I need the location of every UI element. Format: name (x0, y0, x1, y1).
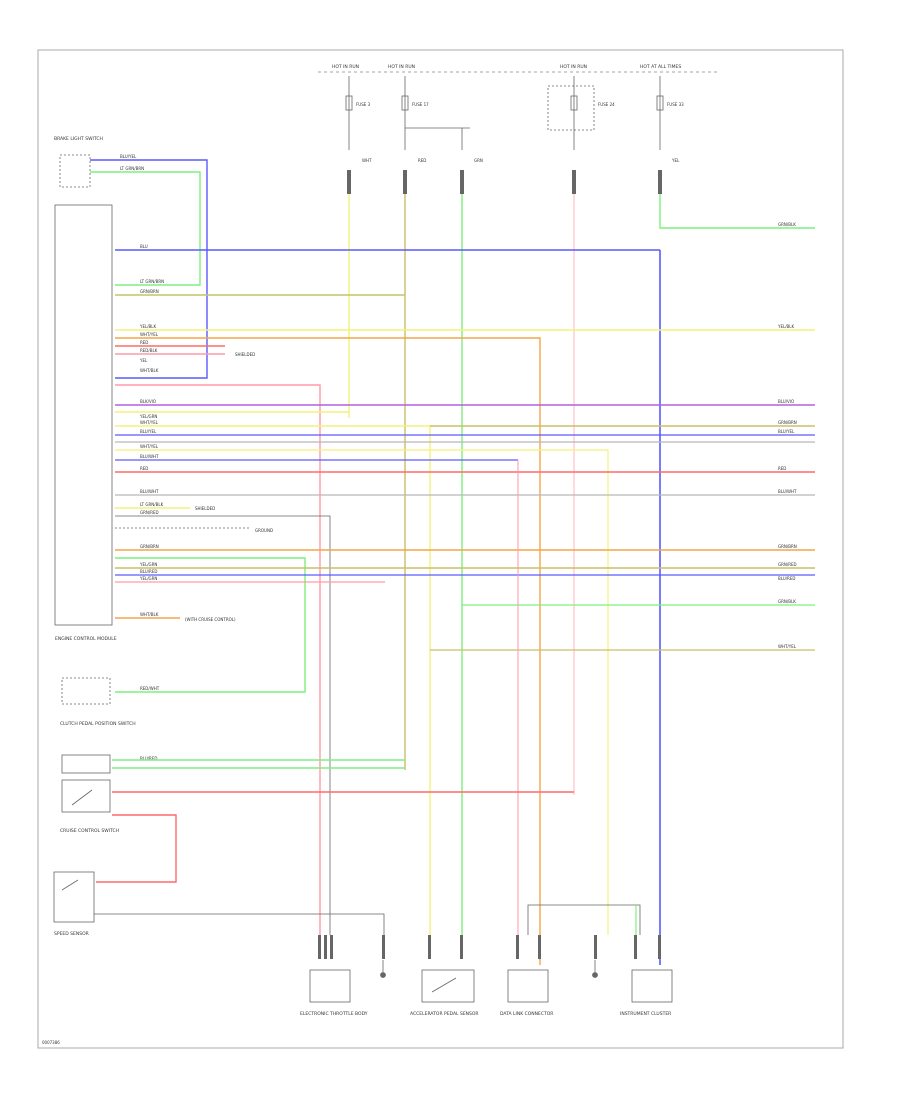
wire-label-left-18: RED (140, 466, 148, 471)
fuse-2: FUSE 17 (401, 76, 470, 150)
clutch-pedal-position-switch: CLUTCH PEDAL POSITION SWITCH (60, 677, 136, 727)
wire-label-right-4: GRN/BRN (778, 420, 797, 425)
wire-label-left-21: GRN/RED (140, 510, 159, 515)
wire-label-left-19: BLU/WHT (140, 489, 159, 494)
wire-label-right-2: YEL/BLK (777, 324, 795, 329)
wire-label-left-14: WHT/YEL (140, 420, 159, 425)
wire-label-left-26: WHT/BLK (140, 612, 159, 617)
fuse-label-4: FUSE 33 (667, 102, 684, 107)
wire-blue-yel-top (90, 159, 208, 379)
wire-label-left-15: BLU/YEL (140, 429, 157, 434)
fuse-header-4: HOT AT ALL TIMES (640, 64, 681, 70)
wire-label-left-7: WHT/YEL (140, 332, 159, 337)
accelerator-pedal-sensor: ACCELERATOR PEDAL SENSOR (410, 969, 479, 1017)
note-shielded-1: SHIELDED (235, 352, 255, 357)
wire-label-left-24: BLU/RED (140, 569, 157, 574)
wire-label-right-11: GRN/BLK (778, 599, 796, 604)
engine-control-module: ENGINE CONTROL MODULE (54, 204, 117, 642)
wire-wht-yel-ecm (115, 337, 541, 965)
cruise-switch-label: CRUISE CONTROL SWITCH (60, 828, 119, 834)
wire-shield-dark (115, 515, 331, 935)
wire-label-left-6: YEL/BLK (139, 324, 157, 329)
fuse-header-1: HOT IN RUN (332, 64, 359, 70)
footer-code: 0007386 (42, 1040, 60, 1045)
wire-green-right-1 (659, 194, 815, 229)
fuse-1: FUSE 3 (345, 76, 371, 150)
wire-dlc-top (527, 904, 641, 935)
wire-label-left-3: BLU (140, 244, 148, 249)
fuse-4: FUSE 33 (656, 76, 684, 150)
wire-label-right-12: WHT/YEL (778, 644, 797, 649)
data-link-connector: DATA LINK CONNECTOR (500, 969, 553, 1017)
note-cruise: (WITH CRUISE CONTROL) (185, 617, 236, 622)
electronic-throttle-body: ELECTRONIC THROTTLE BODY (300, 969, 368, 1017)
wire-label-right-5: BLU/YEL (778, 429, 795, 434)
wire-label-left-12: BLK/VIO (140, 399, 156, 404)
wire-label-left-5: GRN/BRN (140, 289, 159, 294)
fuse-header-3: HOT IN RUN (560, 64, 587, 70)
diagram-frame (37, 49, 844, 1049)
ecm-label: ENGINE CONTROL MODULE (55, 636, 117, 642)
throttle-body-label: ELECTRONIC THROTTLE BODY (300, 1011, 368, 1017)
wire-lt-yel-ecm (115, 449, 609, 935)
wire-label-left-8: RED (140, 340, 148, 345)
wire-label-right-10: BLU/RED (778, 576, 795, 581)
cruise-control-switch: CRUISE CONTROL SWITCH (60, 754, 119, 834)
wire-label-left-2: LT GRN/BRN (120, 166, 144, 171)
speed-sensor: SPEED SENSOR (53, 871, 95, 937)
wire-label-left-16: WHT/YEL (140, 444, 159, 449)
ground-symbol-1 (380, 960, 386, 978)
clutch-switch-label: CLUTCH PEDAL POSITION SWITCH (60, 721, 136, 727)
note-ground: GROUND (255, 528, 273, 533)
instrument-cluster: INSTRUMENT CLUSTER (620, 969, 673, 1017)
fuse-label-3: FUSE 24 (598, 102, 615, 107)
fuse-label-1: FUSE 3 (356, 102, 371, 107)
wire-label-left-20: LT GRN/BLK (140, 502, 164, 507)
brake-light-switch-label: BRAKE LIGHT SWITCH (54, 136, 103, 142)
wire-label-right-7: BLU/WHT (778, 489, 797, 494)
wire-label-left-23: YEL/GRN (139, 562, 157, 567)
fuse-wire-label-3: GRN (474, 158, 483, 163)
fuse-wire-label-2: RED (418, 158, 426, 163)
wire-label-left-10: YEL (139, 358, 148, 363)
wire-label-left-22: GRN/BRN (140, 544, 159, 549)
wire-ltgrn-brn-top (90, 171, 201, 286)
wire-label-right-6: RED (778, 466, 786, 471)
bottom-connectors (318, 935, 661, 959)
wire-label-right-3: BLU/VIO (778, 399, 794, 404)
dlc-label: DATA LINK CONNECTOR (500, 1011, 553, 1017)
wire-label-left-4: LT GRN/BRN (140, 279, 164, 284)
wire-pink-ecm (115, 384, 321, 935)
wire-label-left-17: BLU/WHT (140, 454, 159, 459)
fuse-wire-label-4: YEL (671, 158, 680, 163)
wire-label-left-11: WHT/BLK (140, 368, 159, 373)
wire-label-right-1: GRN/BLK (778, 222, 796, 227)
note-shielded-2: SHIELDED (195, 506, 215, 511)
wire-label-left-28: BLU/RED (140, 756, 157, 761)
wire-label-right-9: GRN/RED (778, 562, 797, 567)
wire-label-left-25: YEL/GRN (139, 576, 157, 581)
wire-grn-ecm-2 (115, 557, 306, 693)
speed-sensor-label: SPEED SENSOR (54, 931, 89, 937)
ground-symbol-2 (592, 960, 598, 978)
wire-speed-out (94, 913, 385, 935)
wire-label-right-8: GRN/BRN (778, 544, 797, 549)
fuse-3: FUSE 24 (547, 76, 615, 150)
wire-label-left-13: YEL/GRN (139, 414, 157, 419)
brake-light-switch: BRAKE LIGHT SWITCH (54, 136, 103, 188)
fuse-header-2: HOT IN RUN (388, 64, 415, 70)
fuse-label-2: FUSE 17 (412, 102, 429, 107)
wire-red-cruise-loop (96, 814, 177, 883)
wire-label-left-27: RED/WHT (140, 686, 160, 691)
cluster-label: INSTRUMENT CLUSTER (620, 1011, 671, 1017)
wire-label-left-9: RED/BLK (140, 348, 158, 353)
accelerator-label: ACCELERATOR PEDAL SENSOR (410, 1011, 479, 1017)
fuse-wire-label-1: WHT (362, 158, 372, 163)
wire-label-left-1: BLU/YEL (120, 154, 137, 159)
fuse-connectors (347, 170, 662, 194)
